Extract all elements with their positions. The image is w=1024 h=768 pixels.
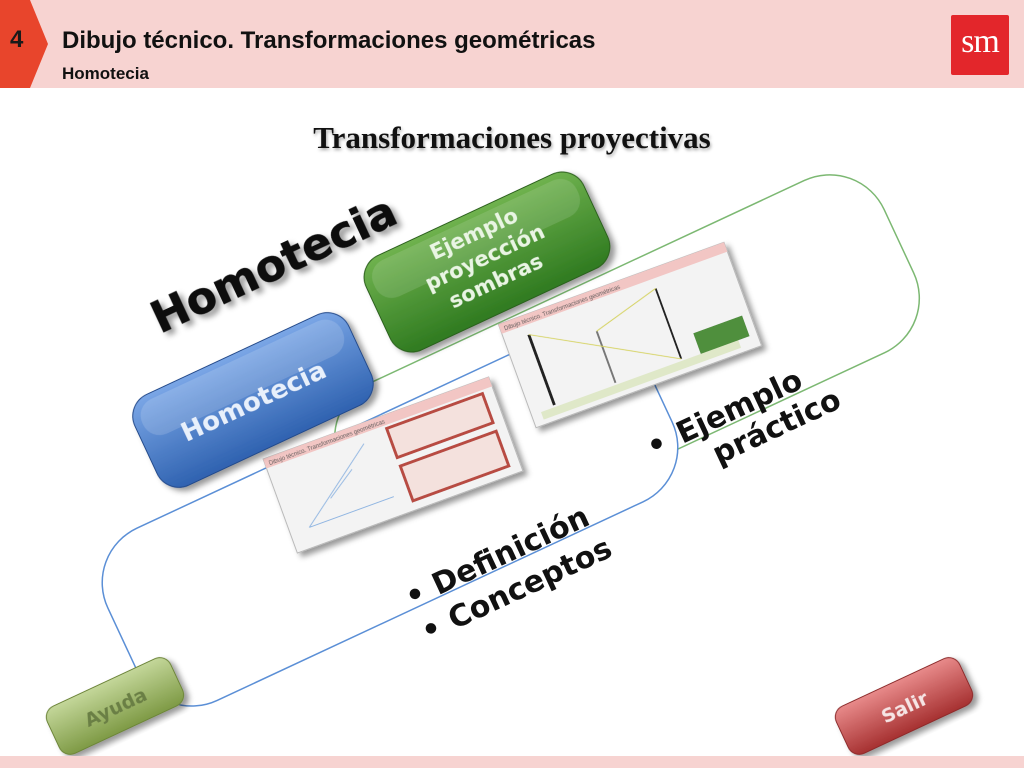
logo-text: sm: [961, 23, 1000, 60]
exit-button[interactable]: Salir: [831, 654, 976, 759]
sm-logo: sm: [951, 15, 1009, 75]
page-title: Transformaciones proyectivas: [313, 120, 711, 155]
header-bar: 4 Dibujo técnico. Transformaciones geomé…: [0, 0, 1024, 88]
header-title: Dibujo técnico. Transformaciones geométr…: [62, 27, 596, 54]
chapter-number: 4: [10, 26, 24, 53]
group-label-text: Homotecia: [143, 186, 405, 344]
footer-strip: [0, 756, 1024, 768]
group-label: Homotecia: [143, 185, 405, 344]
left-bullet-dot-2: •: [416, 610, 448, 650]
left-thumbnail[interactable]: Dibujo técnico. Transformaciones geométr…: [262, 376, 524, 554]
header-subtitle: Homotecia: [62, 64, 149, 83]
help-button[interactable]: Ayuda: [42, 654, 187, 759]
